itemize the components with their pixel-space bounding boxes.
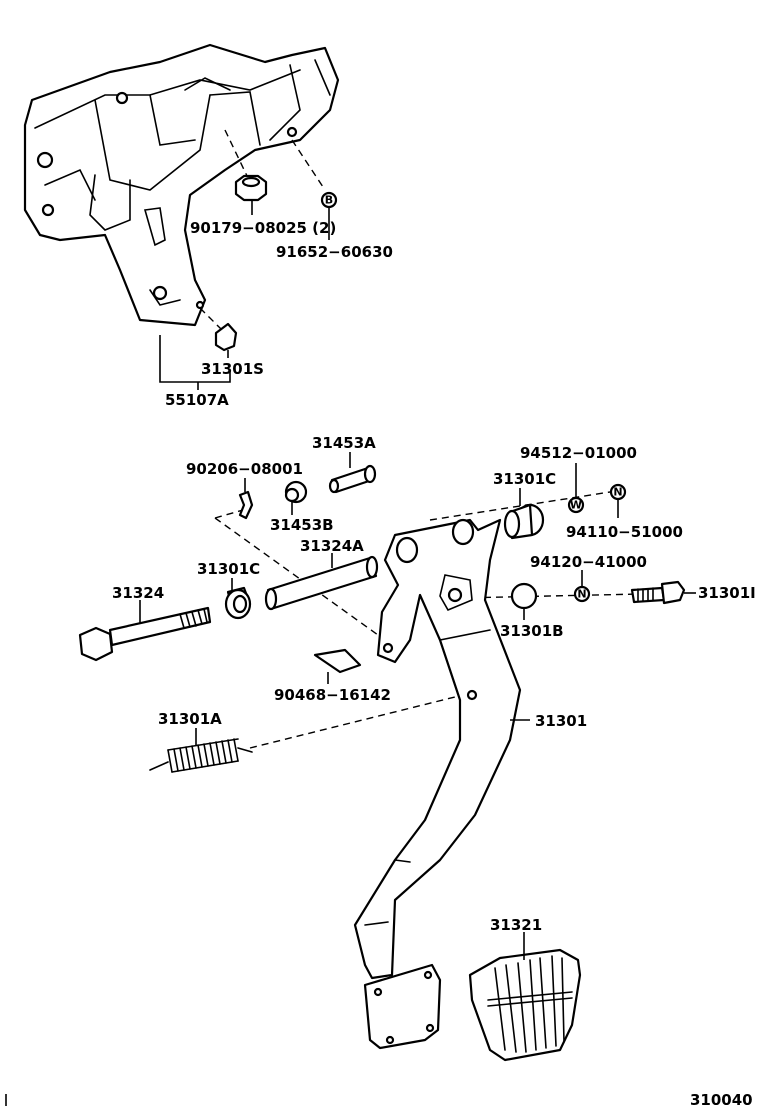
callout-31453a: 31453A [312,434,376,452]
shaft-collar-part [264,555,379,611]
callout-55107a: 55107A [165,391,229,409]
washer-marker-symbol: W [570,499,582,512]
callout-31321: 31321 [490,916,542,934]
callout-90206: 90206−08001 [186,460,303,478]
nut-marker-symbol-mid: N [577,588,586,601]
callout-94110: 94110−51000 [566,523,683,541]
callout-31301b: 31301B [500,622,564,640]
flange-nut-part [224,129,268,202]
pivot-bolt-part [78,606,212,662]
callout-31324: 31324 [112,584,164,602]
callout-31324a: 31324A [300,537,364,555]
callout-31453b: 31453B [270,516,334,534]
bushing-right [503,503,545,540]
callout-91652: 91652−60630 [276,243,393,261]
callout-31301s: 31301S [201,360,264,378]
pedal-pad-rubber [468,948,582,1062]
callout-31301: 31301 [535,712,587,730]
stopper-bolt-part [630,580,686,605]
callout-90179: 90179−08025 (2) [190,219,336,237]
callout-31301a: 31301A [158,710,222,728]
pedal-bracket [23,43,340,327]
callout-31301c-right: 31301C [493,470,556,488]
callout-94512: 94512−01000 [520,444,637,462]
clutch-pedal-arm [353,518,522,980]
callout-94120: 94120−41000 [530,553,647,571]
callout-31301c-left: 31301C [197,560,260,578]
bushing-left [224,586,252,620]
callout-31301i: 31301I [698,584,756,602]
stopper-cushion-part [510,582,538,610]
callout-90468: 90468−16142 [274,686,391,704]
bolt-marker-symbol: B [325,194,333,207]
nut-marker-symbol-top: N [613,486,622,499]
clip-part [214,322,238,352]
clevis-pin-part [328,464,377,494]
return-spring-part [149,738,253,773]
figure-reference-code: 310040 [690,1091,753,1109]
bushing-31453b [284,480,308,504]
retainer-clip-part [238,490,254,520]
pedal-pad-plate [363,963,442,1050]
spring-clip-part [313,648,362,674]
